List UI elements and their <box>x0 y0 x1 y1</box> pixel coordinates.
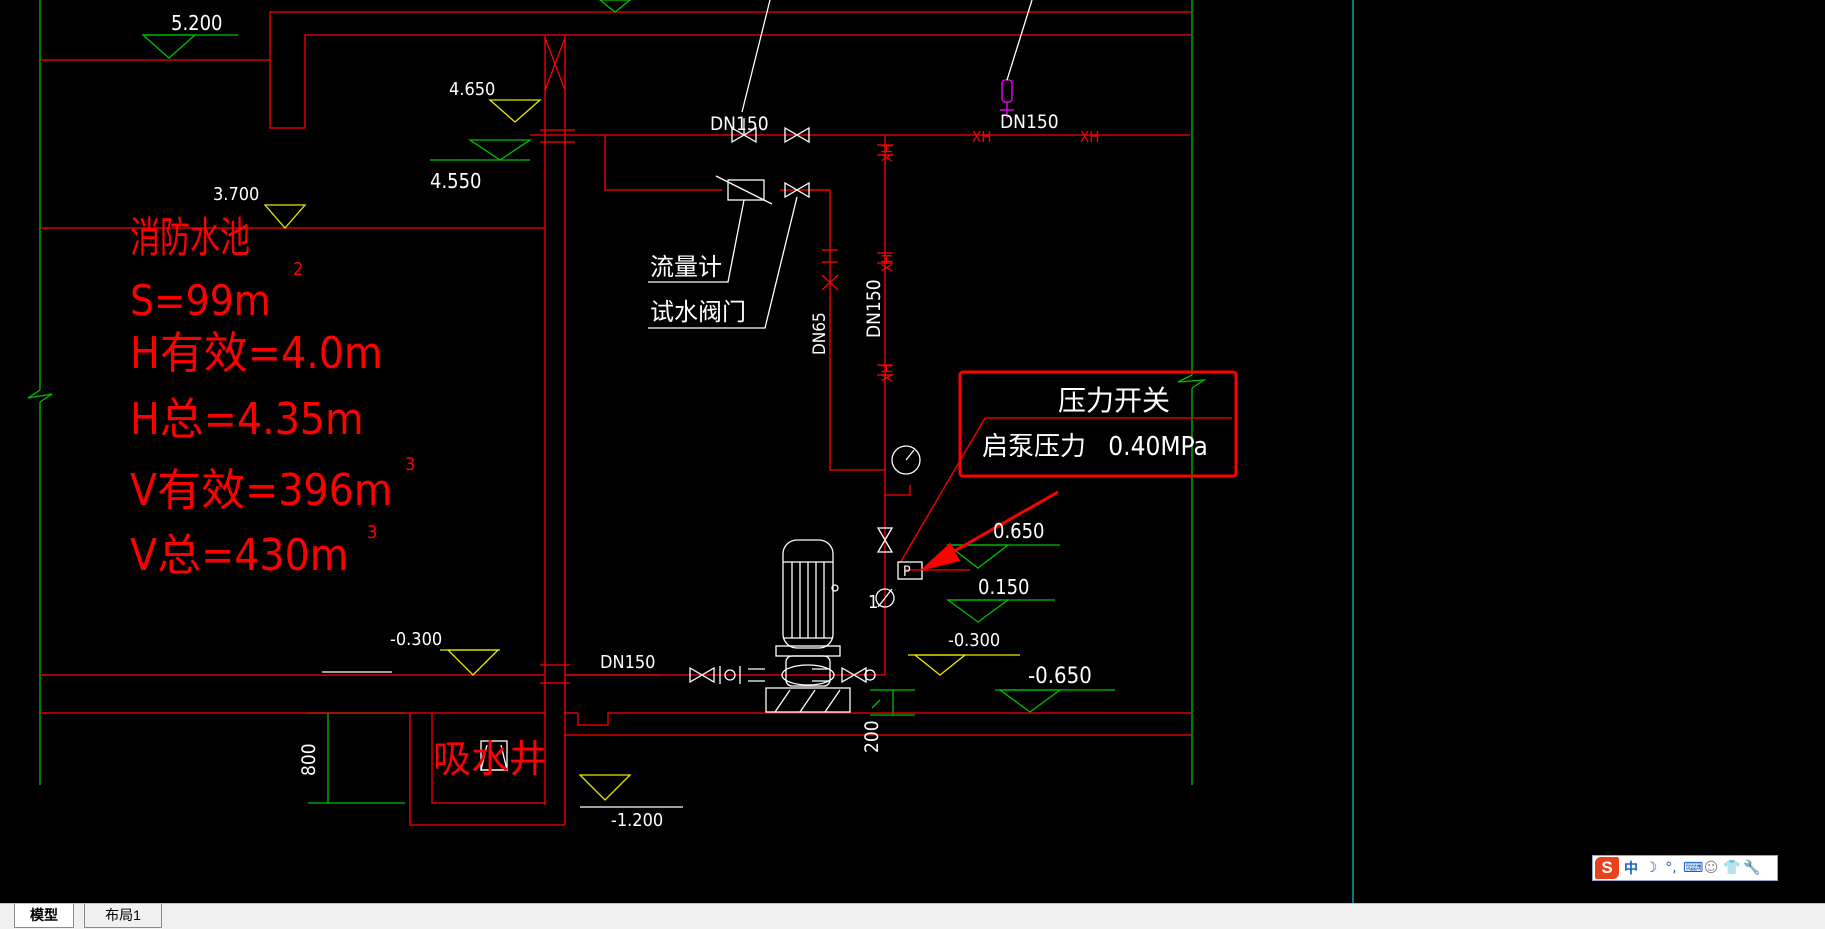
pipe-label-dn150-top-right: DN150 <box>1000 111 1059 133</box>
model-space-canvas[interactable]: 5.200 4.650 4.550 3.700 0.650 0.150 -0.3… <box>0 0 1825 903</box>
punctuation-icon[interactable]: °, <box>1665 860 1677 876</box>
elevation-minus-1-200: -1.200 <box>611 810 663 831</box>
pressure-switch-title: 压力开关 <box>1058 384 1170 417</box>
pipe-label-xh-v2: XH <box>880 254 896 272</box>
elevation-minus-0-300-right: -0.300 <box>948 630 1000 651</box>
elevation-minus-0-300-left: -0.300 <box>390 629 442 650</box>
layout-tab-bar: 模型 布局1 <box>0 903 1825 929</box>
ime-toolbar[interactable]: S 中 ☽ °, ⌨ ☺ 👕 🔧 <box>1592 855 1778 881</box>
shirt-icon[interactable]: 👕 <box>1723 860 1741 876</box>
pipe-label-xh-2: XH <box>1080 128 1099 146</box>
elevation-minus-0-650: -0.650 <box>1028 664 1092 689</box>
gate-valves <box>480 118 923 771</box>
pipe-label-xh-v1: XH <box>880 144 896 162</box>
fire-pool-effective-volume-superscript: 3 <box>405 454 415 475</box>
elevation-4-550: 4.550 <box>430 169 482 193</box>
pipe-label-xh-v3: XH <box>880 364 896 382</box>
user-icon[interactable]: ☺ <box>1703 860 1719 876</box>
pipe-label-dn150-suction: DN150 <box>600 652 656 673</box>
pressure-switch-callout-box[interactable] <box>958 370 1238 478</box>
elevation-3-700: 3.700 <box>213 184 259 205</box>
moon-icon[interactable]: ☽ <box>1644 860 1658 876</box>
fire-pipes <box>530 129 1232 684</box>
flowmeter-label: 流量计 <box>650 253 722 281</box>
fire-pool-total-height: H总=4.35m <box>130 394 364 445</box>
pipe-label-dn65-vertical: DN65 <box>810 312 830 355</box>
dimension-800: 800 <box>298 743 320 776</box>
tab-layout1[interactable]: 布局1 <box>84 904 162 928</box>
elevation-0-150: 0.150 <box>978 575 1030 599</box>
fire-pool-title: 消防水池 <box>130 213 250 262</box>
fire-pool-total-volume-superscript: 3 <box>367 522 377 543</box>
test-valve-label: 试水阀门 <box>650 298 746 326</box>
chinese-mode-toggle[interactable]: 中 <box>1624 861 1638 877</box>
pressure-switch-symbol: P <box>903 564 911 580</box>
elevation-0-650: 0.650 <box>993 519 1045 543</box>
elevation-5-200: 5.200 <box>171 11 223 35</box>
fire-pool-effective-volume: V有效=396m <box>130 465 392 516</box>
fire-pool-total-volume: V总=430m <box>130 530 348 581</box>
annotation-arrow <box>919 490 1059 571</box>
cad-drawing[interactable]: 5.200 4.650 4.550 3.700 0.650 0.150 -0.3… <box>0 0 1825 903</box>
fire-pool-effective-height: H有效=4.0m <box>130 328 382 379</box>
pump-start-pressure-text: 启泵压力 0.40MPa <box>982 432 1208 462</box>
fire-pool-area: S=99m <box>130 276 271 325</box>
walls <box>27 0 1207 804</box>
fire-pool-area-superscript: 2 <box>293 259 303 280</box>
elevation-markers-green <box>141 0 1115 713</box>
sogou-logo-icon[interactable]: S <box>1595 857 1619 879</box>
tab-model[interactable]: 模型 <box>14 904 74 928</box>
elevation-markers-yellow <box>263 99 1020 801</box>
pipe-label-dn150-top-left: DN150 <box>710 113 769 135</box>
dimension-200: 200 <box>861 720 883 753</box>
pump-number: 1 <box>868 592 878 613</box>
leader-lines <box>322 0 1033 808</box>
wrench-icon[interactable]: 🔧 <box>1743 860 1761 876</box>
suction-well-label: 吸水井 <box>433 737 547 781</box>
pipe-label-xh-1: XH <box>972 128 991 146</box>
pipe-label-dn150-vertical: DN150 <box>863 279 885 338</box>
elevation-4-650: 4.650 <box>449 79 495 100</box>
structure-lines <box>40 11 1192 826</box>
keyboard-icon[interactable]: ⌨ <box>1683 860 1704 876</box>
